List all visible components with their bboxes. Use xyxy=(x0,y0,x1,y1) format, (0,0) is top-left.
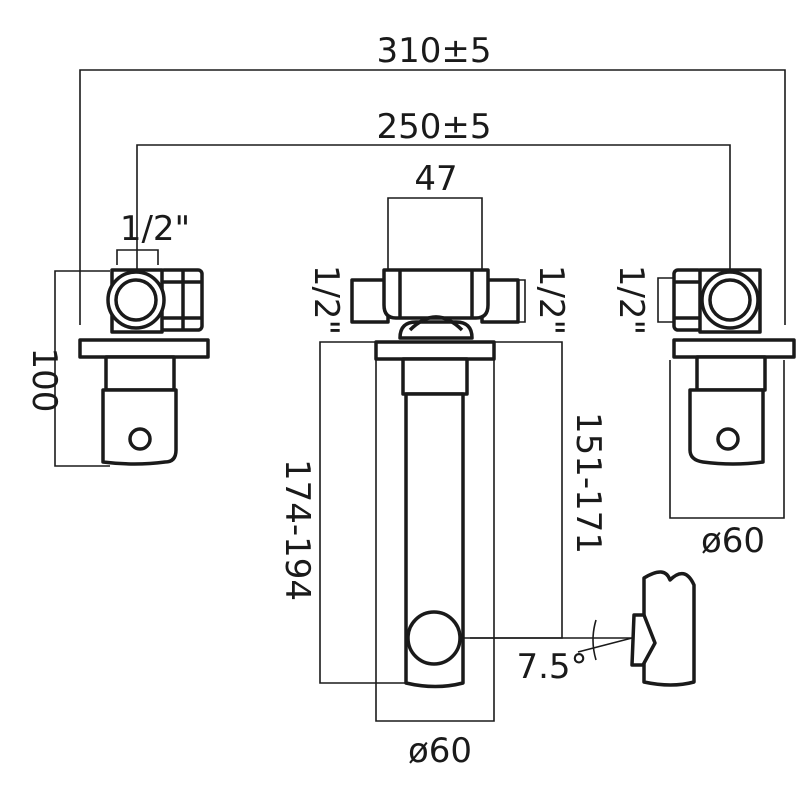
dimension-spout-plate-60: ø60 xyxy=(375,360,495,771)
dimension-100-label: 100 xyxy=(24,348,64,413)
spout-body xyxy=(404,392,465,689)
dimension-250: 250±5 xyxy=(136,107,731,270)
spout-outer-length-label: 174-194 xyxy=(277,459,317,601)
right-valve-side-nut xyxy=(672,268,704,332)
spout-connector xyxy=(398,320,474,340)
dimension-174-194: 174-194 xyxy=(277,341,405,684)
right-valve xyxy=(672,268,796,466)
dimension-100: 100 xyxy=(24,270,110,467)
right-plate-diameter-label: ø60 xyxy=(701,521,765,561)
left-valve-collar xyxy=(104,355,176,392)
dimension-47-label: 47 xyxy=(414,159,457,199)
dimension-250-label: 250±5 xyxy=(376,107,491,147)
right-valve-collar xyxy=(695,355,767,392)
dimension-left-inlet: 1/2" xyxy=(116,209,190,265)
right-valve-indicator xyxy=(716,427,740,451)
left-valve xyxy=(78,268,210,466)
side-view-lever xyxy=(630,613,657,667)
spout-left-pipe xyxy=(350,278,390,324)
angle-label: 7.5° xyxy=(516,647,587,687)
spout-plate xyxy=(374,340,496,361)
spout-left-inlet-label: 1/2" xyxy=(306,265,346,335)
spout-assembly xyxy=(350,268,520,689)
dimension-right-plate-60: ø60 xyxy=(669,360,785,561)
angle-detail: 7.5° xyxy=(470,570,696,687)
left-valve-handle xyxy=(101,388,178,466)
spout-right-inlet-label: 1/2" xyxy=(531,265,571,335)
spout-outlet xyxy=(406,610,462,666)
dimension-47: 47 xyxy=(387,159,483,270)
right-valve-plate xyxy=(672,338,796,359)
dimension-spout-left-inlet: 1/2" xyxy=(306,265,380,335)
dimension-right-inlet: 1/2" xyxy=(611,265,680,335)
dimension-310: 310±5 xyxy=(79,31,786,325)
angle-arc xyxy=(592,619,597,661)
spout-plate-diameter-label: ø60 xyxy=(408,731,472,771)
right-inlet-label: 1/2" xyxy=(611,265,651,335)
left-valve-indicator xyxy=(128,427,152,451)
side-view-body xyxy=(642,570,696,687)
left-valve-side-nut xyxy=(158,268,204,332)
left-valve-plate xyxy=(78,338,210,359)
spout-manifold xyxy=(382,268,490,320)
spout-collar xyxy=(401,357,469,396)
dimension-310-label: 310±5 xyxy=(376,31,491,71)
left-inlet-label: 1/2" xyxy=(120,209,190,249)
dimension-151-171: 151-171 xyxy=(462,341,608,639)
right-valve-handle xyxy=(688,388,765,466)
spout-inner-length-label: 151-171 xyxy=(568,412,608,554)
